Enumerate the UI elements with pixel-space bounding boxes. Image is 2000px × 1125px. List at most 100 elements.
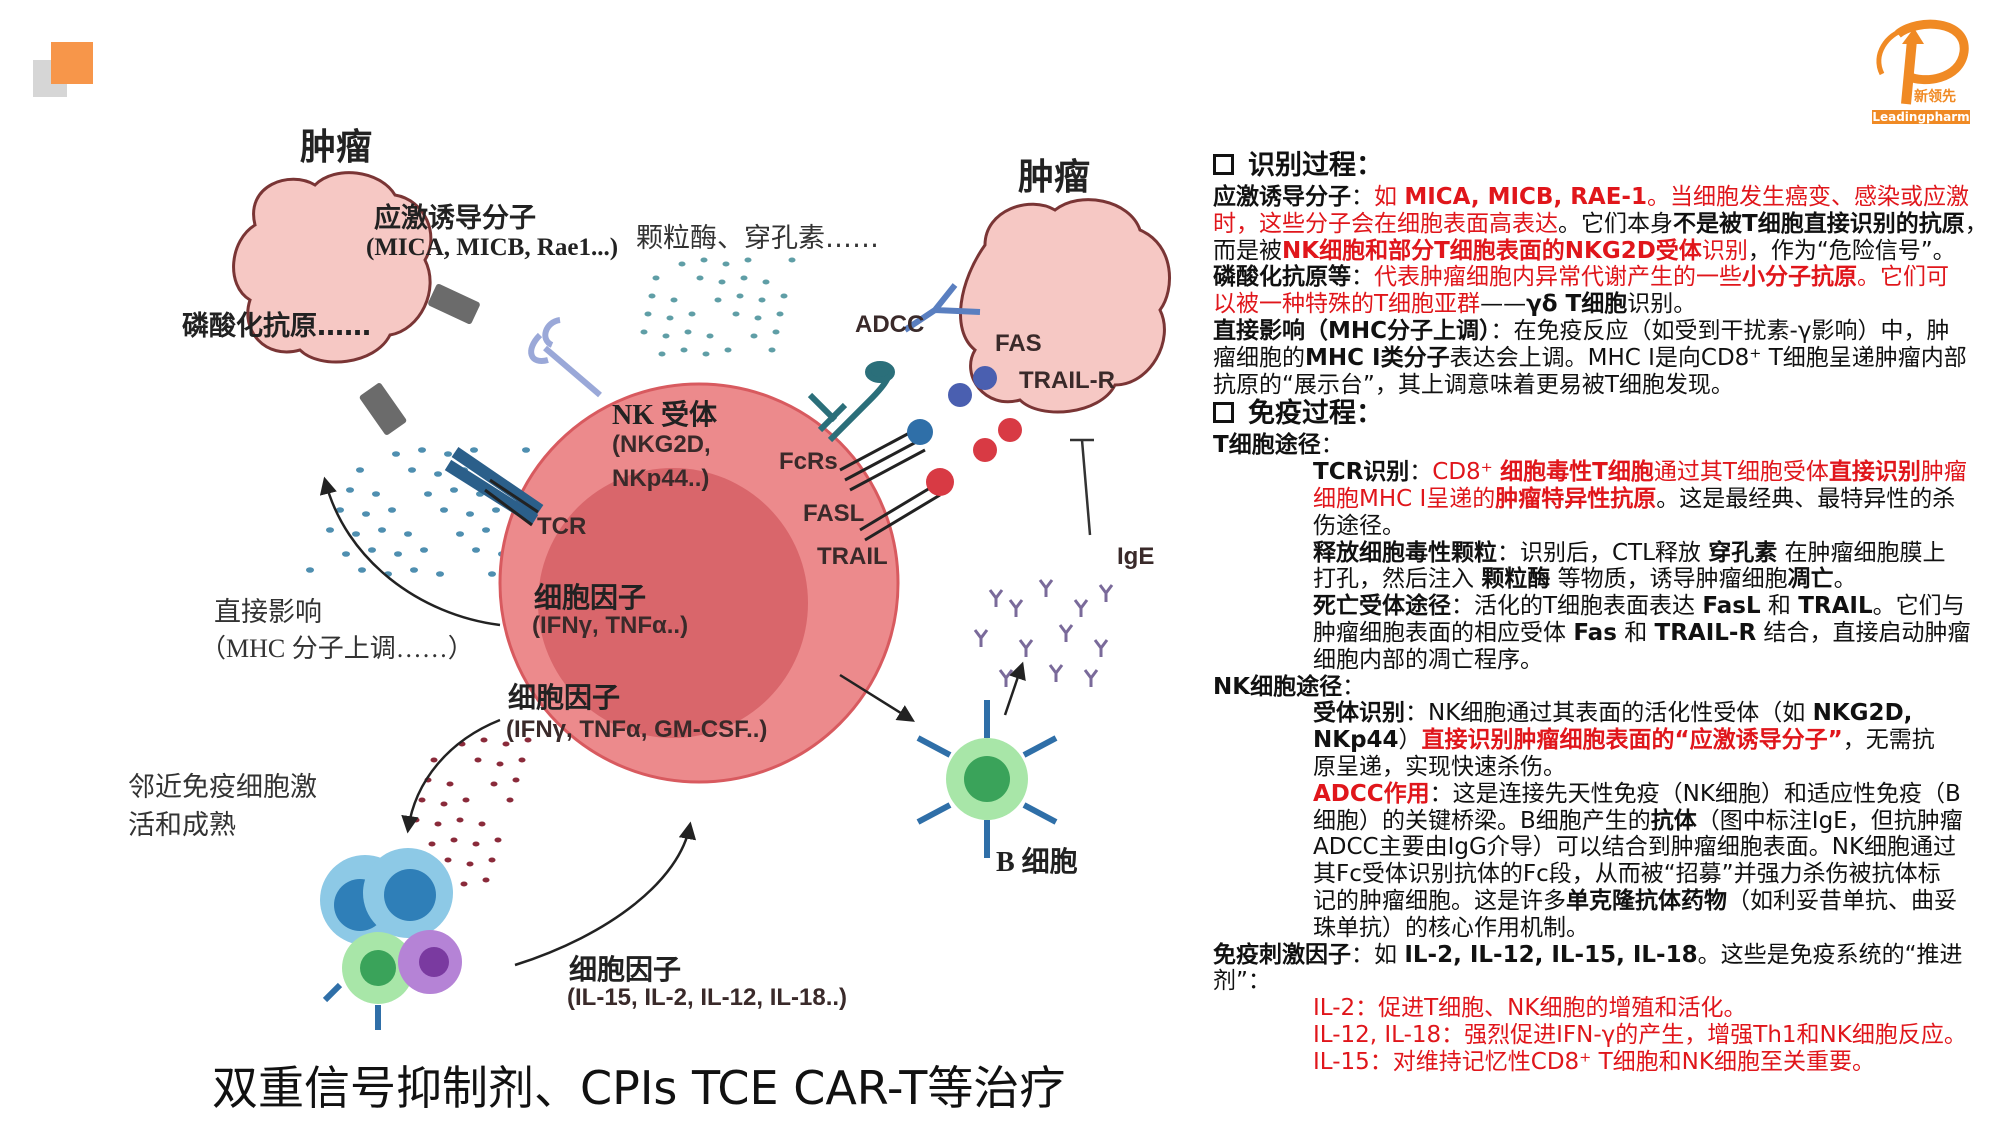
text-segment: NK细胞和部分T细胞表面的NKG2D受体 [1282, 237, 1702, 264]
granule-dot [700, 257, 708, 263]
granule-dot [356, 467, 364, 473]
text-segment: 不是被T细胞直接识别的抗原 [1673, 210, 1965, 237]
text-line: 打孔，然后注入 颗粒酶 等物质，诱导肿瘤细胞凋亡。 [1213, 566, 1983, 593]
heading-immune-process: 免疫过程： [1213, 398, 1983, 430]
granule-dot [456, 817, 464, 823]
trail-icon [859, 468, 954, 542]
granule-dot [410, 567, 418, 573]
text-segment: 伤途径。 [1313, 512, 1405, 539]
ige-antibodies [973, 579, 1114, 687]
arrow-nk-to-bcell [839, 673, 915, 722]
text-segment: 颗粒酶 [1481, 566, 1551, 593]
granule-dot [722, 261, 730, 267]
text-segment: ：活化的T细胞表面表达 [1451, 593, 1703, 620]
bottom-title: 双重信号抑制剂、CPIs TCE CAR-T等治疗 [212, 1061, 1066, 1115]
granule-dot [480, 737, 488, 743]
text-segment: 磷酸化抗原等 [1213, 264, 1351, 291]
fas-receptor-icon [948, 366, 997, 407]
text-segment: IL-15：对维持记忆性CD8⁺ T细胞和NK细胞至关重要。 [1313, 1048, 1875, 1075]
granule-dot [706, 333, 714, 339]
label-tumor-right: 肿瘤 [1018, 157, 1091, 198]
arrow-cytokine-to-neighbors [401, 718, 501, 834]
text-line: 释放细胞毒性颗粒：识别后，CTL释放 穿孔素 在肿瘤细胞膜上 [1213, 540, 1983, 567]
text-segment: MHC I类分子 [1305, 344, 1450, 371]
text-line: 免疫刺激因子：如 IL-2, IL-12, IL-15, IL-18。这些是免疫… [1213, 942, 1983, 969]
arrow-direct-effect [319, 476, 501, 627]
label-direct-effect-detail: （MHC 分子上调……） [200, 634, 474, 663]
text-segment: 和 [1760, 593, 1799, 620]
granule-dot [666, 315, 674, 321]
text-segment: NKG2D, [1812, 700, 1913, 727]
granule-dot [768, 347, 776, 353]
granule-dot [394, 551, 402, 557]
granule-dot [678, 261, 686, 267]
text-segment: 凋亡 [1787, 566, 1834, 593]
text-segment: 。这些是免疫系统的“推进 [1697, 941, 1963, 968]
text-line: NK细胞途径： [1213, 674, 1983, 701]
text-segment: 而是被 [1213, 237, 1282, 264]
label-nk-receptor-ex1: (NKG2D, [612, 431, 711, 458]
text-line: 原呈递，实现快速杀伤。 [1213, 754, 1983, 781]
text-segment: 细胞毒性T细胞 [1500, 459, 1654, 486]
granule-dot [418, 447, 426, 453]
granule-dot [306, 567, 314, 573]
granule-dot [488, 571, 496, 577]
text-segment: IL-2, IL-12, IL-15, IL-18 [1404, 941, 1698, 968]
granule-dot [680, 347, 688, 353]
text-segment: 。 [1833, 566, 1857, 593]
text-segment: 抗体 [1650, 807, 1697, 834]
text-segment: ：这是连接先天性免疫（NK细胞）和适应性免疫（B [1429, 780, 1961, 807]
label-ige: IgE [1117, 543, 1155, 570]
granule-dot [736, 293, 744, 299]
label-nk-receptor: NK 受体 [612, 400, 718, 431]
text-segment: ： [1342, 673, 1366, 700]
text-segment: 细胞内部的凋亡程序。 [1313, 646, 1543, 673]
granule-dot [492, 507, 500, 513]
text-line: 剂”： [1213, 968, 1983, 995]
heading-immune-process-text: 免疫过程： [1248, 398, 1383, 430]
text-segment: NKp44 [1313, 727, 1399, 754]
text-segment: MICA, MICB, RAE-1 [1404, 184, 1647, 210]
label-cytokine-1: 细胞因子 [534, 581, 647, 614]
text-segment: 单克隆抗体药物 [1566, 887, 1727, 914]
heading-recognition: 识别过程： [1213, 150, 1983, 182]
granule-dot [436, 571, 444, 577]
label-cytokine-3-examples: (IL-15, IL-2, IL-12, IL-18..) [567, 984, 848, 1011]
text-segment: 直接识别肿瘤细胞表面的“应激诱导分子” [1421, 727, 1843, 754]
logo-cn-name: 新领先 [1914, 89, 1956, 105]
text-segment: 穿孔素 [1708, 539, 1778, 566]
antibody-icon [1038, 579, 1054, 597]
granule-dot [470, 447, 478, 453]
granule-dot [506, 797, 514, 803]
text-line: 直接影响（MHC分子上调）：在免疫反应（如受到干扰素-γ影响）中，肿 [1213, 318, 1983, 345]
granule-dot [368, 547, 376, 553]
text-segment: 代表肿瘤细胞内异常代谢产生的一些 [1374, 264, 1742, 291]
granule-dot [408, 467, 416, 473]
corner-orange-square-decoration [51, 42, 93, 84]
text-segment: （图中标注IgE，但抗肿瘤 [1696, 807, 1963, 834]
explanation-panel: 识别过程： 应激诱导分子：如 MICA, MICB, RAE-1。当细胞发生癌变… [1213, 150, 1988, 1076]
text-segment: 表达会上调。MHC I是向CD8⁺ T细胞呈递肿瘤内部 [1449, 344, 1967, 371]
granule-dot [420, 547, 428, 553]
text-segment: 。它们与 [1872, 593, 1965, 620]
text-line: T细胞途径： [1213, 432, 1983, 459]
text-segment: ： [1320, 432, 1344, 459]
leadingpharm-logo: 新领先 Leadingpharm [1868, 14, 1972, 130]
arrow-bcell-to-antibody [1003, 661, 1026, 716]
text-segment: 死亡受体途径 [1313, 593, 1451, 620]
granule-dot [762, 279, 770, 285]
text-segment: 。当细胞发生癌变、感染或应激 [1646, 184, 1969, 210]
granule-dot [326, 527, 334, 533]
label-trail-r: TRAIL-R [1019, 367, 1115, 394]
granule-dot [780, 293, 788, 299]
text-line: TCR识别：CD8⁺ 细胞毒性T细胞通过其T细胞受体直接识别肿瘤 [1213, 459, 1983, 486]
granule-dot [754, 315, 762, 321]
text-line: 磷酸化抗原等：代表肿瘤细胞内异常代谢产生的一些小分子抗原。它们可 [1213, 264, 1983, 291]
text-segment: ：在免疫反应（如受到干扰素-γ影响）中，肿 [1490, 317, 1950, 344]
antibody-icon [998, 669, 1014, 687]
text-segment: 识别 [1701, 237, 1748, 264]
granule-dot [494, 837, 502, 843]
antibody-icon [1098, 584, 1114, 602]
heading-recognition-text: 识别过程： [1248, 150, 1383, 181]
granule-dot [428, 841, 436, 847]
